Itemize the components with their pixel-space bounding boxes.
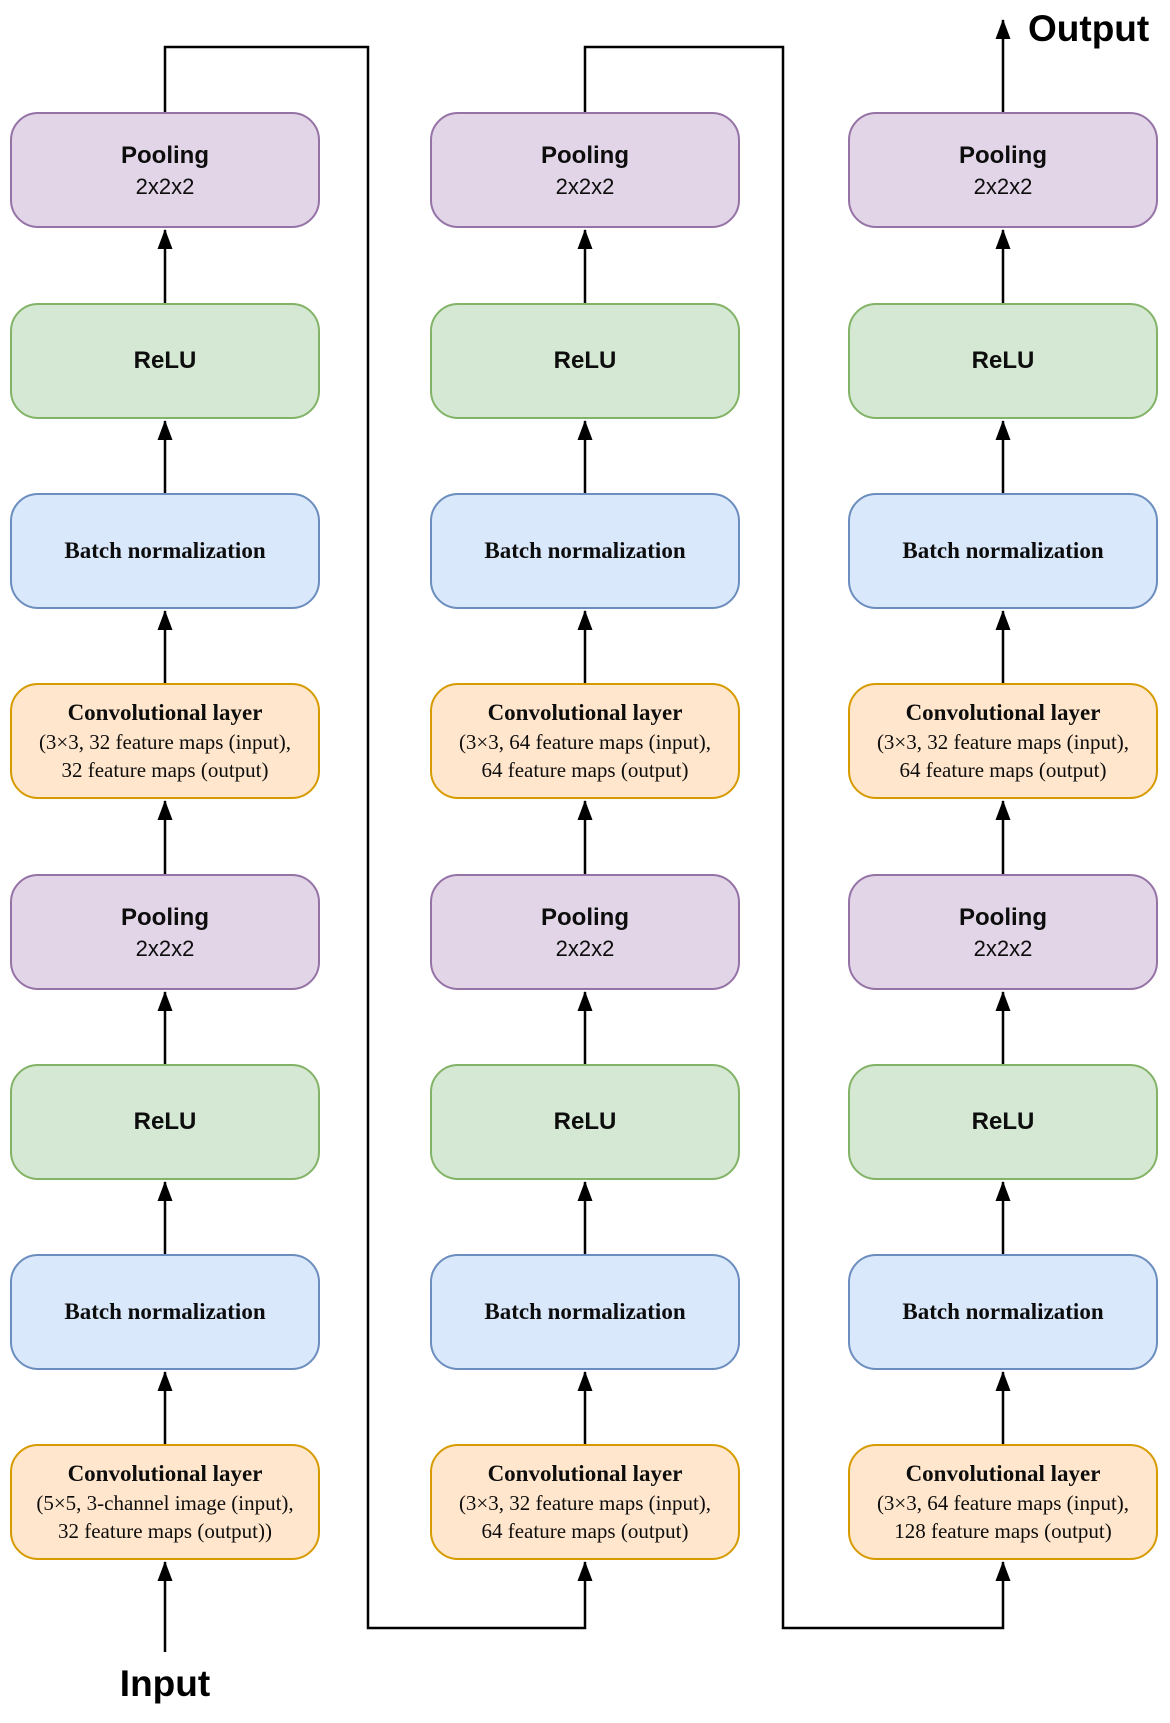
block-batchnorm: Batch normalization — [848, 493, 1158, 609]
block-pooling: Pooling 2x2x2 — [848, 112, 1158, 228]
block-subtitle: 2x2x2 — [555, 173, 615, 199]
block-batchnorm: Batch normalization — [10, 493, 320, 609]
output-label: Output — [1028, 8, 1150, 49]
block-detail-line: 64 feature maps (output) — [481, 1519, 689, 1543]
block-batchnorm: Batch normalization — [10, 1254, 320, 1370]
block-conv: Convolutional layer (5×5, 3-channel imag… — [10, 1444, 320, 1560]
block-title: Batch normalization — [902, 1299, 1104, 1324]
block-subtitle: 2x2x2 — [973, 935, 1033, 961]
block-pooling: Pooling 2x2x2 — [430, 874, 740, 990]
block-detail-line: (3×3, 64 feature maps (input), — [876, 1491, 1130, 1515]
block-detail-line: 128 feature maps (output) — [894, 1519, 1112, 1543]
block-subtitle: 2x2x2 — [555, 935, 615, 961]
connector-stage2-to-stage3 — [583, 45, 1011, 1630]
block-subtitle: 2x2x2 — [135, 935, 195, 961]
block-detail-line: (3×3, 64 feature maps (input), — [458, 730, 712, 754]
block-title: ReLU — [553, 347, 617, 374]
block-detail-line: (3×3, 32 feature maps (input), — [458, 1491, 712, 1515]
block-title: Pooling — [959, 141, 1047, 169]
block-batchnorm: Batch normalization — [430, 1254, 740, 1370]
input-label: Input — [119, 1663, 211, 1704]
block-relu: ReLU — [10, 1064, 320, 1180]
block-pooling: Pooling 2x2x2 — [848, 874, 1158, 990]
block-title: Pooling — [541, 903, 629, 931]
block-title: Convolutional layer — [67, 700, 263, 725]
block-detail-line: 32 feature maps (output) — [61, 758, 269, 782]
block-detail-line: (5×5, 3-channel image (input), — [36, 1491, 294, 1515]
block-title: Batch normalization — [484, 1299, 686, 1324]
block-title: ReLU — [553, 1108, 617, 1135]
block-detail-line: 32 feature maps (output)) — [57, 1519, 272, 1543]
block-title: Batch normalization — [484, 538, 686, 563]
block-title: Convolutional layer — [905, 1461, 1101, 1486]
block-title: Batch normalization — [64, 1299, 266, 1324]
block-title: Pooling — [121, 903, 209, 931]
block-conv: Convolutional layer (3×3, 64 feature map… — [430, 683, 740, 799]
block-relu: ReLU — [430, 1064, 740, 1180]
block-title: ReLU — [971, 1108, 1035, 1135]
block-title: ReLU — [971, 347, 1035, 374]
block-relu: ReLU — [848, 303, 1158, 419]
block-title: Batch normalization — [902, 538, 1104, 563]
block-batchnorm: Batch normalization — [430, 493, 740, 609]
block-detail-line: 64 feature maps (output) — [481, 758, 689, 782]
block-conv: Convolutional layer (3×3, 32 feature map… — [430, 1444, 740, 1560]
block-title: Convolutional layer — [487, 700, 683, 725]
block-title: Convolutional layer — [487, 1461, 683, 1486]
block-batchnorm: Batch normalization — [848, 1254, 1158, 1370]
block-conv: Convolutional layer (3×3, 64 feature map… — [848, 1444, 1158, 1560]
block-title: Convolutional layer — [67, 1461, 263, 1486]
block-relu: ReLU — [10, 303, 320, 419]
block-relu: ReLU — [848, 1064, 1158, 1180]
block-subtitle: 2x2x2 — [135, 173, 195, 199]
block-pooling: Pooling 2x2x2 — [10, 874, 320, 990]
block-title: Batch normalization — [64, 538, 266, 563]
block-subtitle: 2x2x2 — [973, 173, 1033, 199]
block-pooling: Pooling 2x2x2 — [10, 112, 320, 228]
block-title: Pooling — [121, 141, 209, 169]
block-title: Pooling — [541, 141, 629, 169]
block-detail-line: (3×3, 32 feature maps (input), — [38, 730, 292, 754]
block-relu: ReLU — [430, 303, 740, 419]
block-pooling: Pooling 2x2x2 — [430, 112, 740, 228]
block-conv: Convolutional layer (3×3, 32 feature map… — [10, 683, 320, 799]
block-detail-line: 64 feature maps (output) — [899, 758, 1107, 782]
block-title: ReLU — [133, 1108, 197, 1135]
connector-stage1-to-stage2 — [163, 45, 593, 1630]
block-title: Pooling — [959, 903, 1047, 931]
block-detail-line: (3×3, 32 feature maps (input), — [876, 730, 1130, 754]
block-title: ReLU — [133, 347, 197, 374]
block-title: Convolutional layer — [905, 700, 1101, 725]
block-conv: Convolutional layer (3×3, 32 feature map… — [848, 683, 1158, 799]
